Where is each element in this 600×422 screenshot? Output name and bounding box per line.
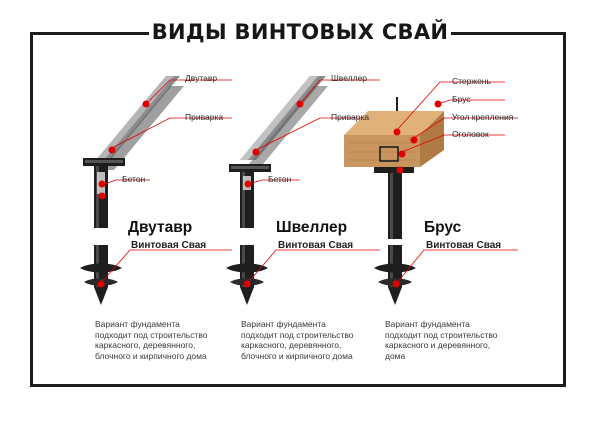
label-pile-head: Оголовок: [452, 129, 489, 139]
label-welding: Приварка: [331, 112, 370, 122]
description-timber: Вариант фундамента подходит под строител…: [385, 319, 498, 361]
type-name-channel: Швеллер: [276, 219, 348, 236]
timber-assembly: [344, 81, 518, 305]
poster-title: ВИДЫ ВИНТОВЫХ СВАЙ: [149, 16, 451, 48]
label-angle-bracket: Угол крепления: [452, 112, 514, 122]
type-subtitle-i-beam: Винтовая Свая: [131, 240, 207, 251]
timber-beam: [344, 111, 444, 135]
description-channel: Вариант фундамента подходит под строител…: [241, 319, 354, 361]
i-beam-assembly: [80, 76, 232, 305]
type-name-timber: Брус: [424, 219, 462, 236]
type-subtitle-timber: Винтовая Свая: [426, 240, 502, 251]
label-concrete: Бетон: [122, 174, 146, 184]
label-timber: Брус: [452, 94, 471, 104]
label-rod: Стержень: [452, 76, 491, 86]
channel-assembly: [226, 76, 380, 305]
type-subtitle-channel: Винтовая Свая: [278, 240, 354, 251]
pile-head: [374, 167, 414, 173]
label-concrete: Бетон: [268, 174, 292, 184]
label-i-beam: Двутавр: [185, 73, 218, 83]
label-welding: Приварка: [185, 112, 224, 122]
type-name-i-beam: Двутавр: [128, 219, 193, 236]
description-i-beam: Вариант фундамента подходит под строител…: [95, 319, 208, 361]
label-channel: Швеллер: [331, 73, 368, 83]
angle-bracket: [379, 146, 399, 162]
